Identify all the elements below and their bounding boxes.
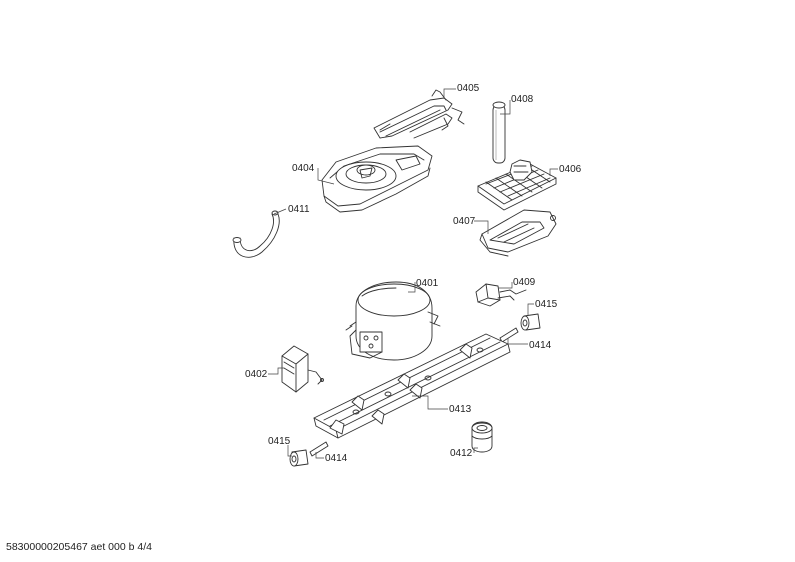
label-0412: 0412	[450, 448, 473, 459]
part-0415-rubber-foot-upper	[520, 313, 541, 331]
part-0413-mounting-rail	[313, 333, 511, 439]
part-0414-pin-lower	[309, 441, 329, 457]
part-0408-rod	[492, 101, 506, 164]
label-0414-lower: 0414	[325, 453, 348, 464]
part-0414-pin-upper	[499, 327, 519, 343]
label-0415-upper: 0415	[535, 299, 558, 310]
part-0415-rubber-foot-lower	[289, 449, 309, 467]
document-id-footer: 58300000205467 aet 000 b 4/4	[6, 541, 152, 553]
label-0404: 0404	[292, 163, 315, 174]
part-0405-heater-coil	[373, 89, 465, 139]
label-0402: 0402	[245, 369, 268, 380]
part-labels: 0405 0408 0404 0406 0411 0407 0401 0409 …	[245, 83, 582, 464]
label-0415-lower: 0415	[268, 436, 291, 447]
label-0408: 0408	[511, 94, 534, 105]
label-0405: 0405	[457, 83, 480, 94]
label-0401: 0401	[416, 278, 439, 289]
part-0401-compressor	[345, 281, 441, 361]
part-0412-grommet	[471, 421, 493, 453]
label-0409: 0409	[513, 277, 536, 288]
part-0402-starter	[281, 345, 324, 393]
label-0414-upper: 0414	[529, 340, 552, 351]
label-0413: 0413	[449, 404, 472, 415]
part-0406-grid-holder	[477, 159, 557, 211]
leader-lines	[268, 88, 558, 459]
part-0411-tube	[232, 210, 280, 258]
label-0411: 0411	[288, 204, 310, 215]
label-0406: 0406	[559, 164, 582, 175]
label-0407: 0407	[453, 216, 476, 227]
part-0409-relay	[475, 283, 527, 307]
part-0404-evaporation-tray	[321, 145, 433, 213]
part-0407-drip-tray	[479, 209, 557, 257]
